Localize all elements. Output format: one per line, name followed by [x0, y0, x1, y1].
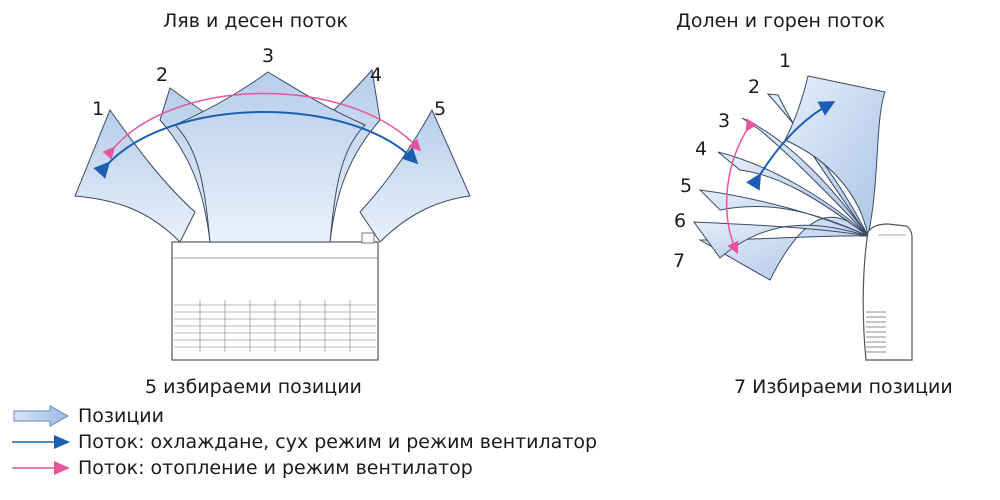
side-unit	[862, 223, 913, 361]
legend-item-cooling: Поток: охлаждане, сух режим и режим вент…	[10, 431, 597, 453]
right-position-7: 7	[673, 250, 686, 272]
right-position-2: 2	[748, 76, 761, 98]
left-position-5: 5	[434, 98, 447, 120]
right-position-4: 4	[695, 138, 708, 160]
front-unit	[171, 232, 379, 361]
cooling-flow-arc-right	[745, 101, 836, 191]
left-title: Ляв и десен поток	[163, 10, 348, 32]
pink-arrow-icon	[12, 461, 70, 475]
legend-label-cooling: Поток: охлаждане, сух режим и режим вент…	[78, 431, 598, 453]
right-title: Долен и горен поток	[676, 10, 886, 32]
front-unit-grille	[174, 300, 376, 352]
legend-item-positions: Позиции	[10, 405, 164, 427]
right-caption: 7 Избираеми позиции	[734, 376, 953, 398]
heating-flow-arc-right	[725, 118, 758, 255]
right-position-1: 1	[779, 50, 792, 72]
heating-flow-arc-left	[102, 92, 422, 160]
legend-item-heating: Поток: отопление и режим вентилатор	[10, 457, 473, 479]
right-position-5: 5	[680, 175, 693, 197]
cooling-flow-arc-left	[93, 111, 419, 179]
side-unit-vent	[866, 311, 886, 353]
legend-label-heating: Поток: отопление и режим вентилатор	[78, 457, 473, 479]
side-flow-fan	[692, 75, 886, 281]
legend-label-positions: Позиции	[78, 405, 164, 427]
left-position-2: 2	[156, 64, 169, 86]
right-position-3: 3	[718, 110, 731, 132]
blue-arrow-icon	[12, 435, 70, 449]
right-position-6: 6	[674, 210, 687, 232]
left-position-3: 3	[262, 45, 275, 67]
left-position-1: 1	[92, 98, 105, 120]
left-caption: 5 избираеми позиции	[145, 376, 362, 398]
left-position-4: 4	[370, 64, 383, 86]
position-arrow-icon	[13, 405, 70, 427]
